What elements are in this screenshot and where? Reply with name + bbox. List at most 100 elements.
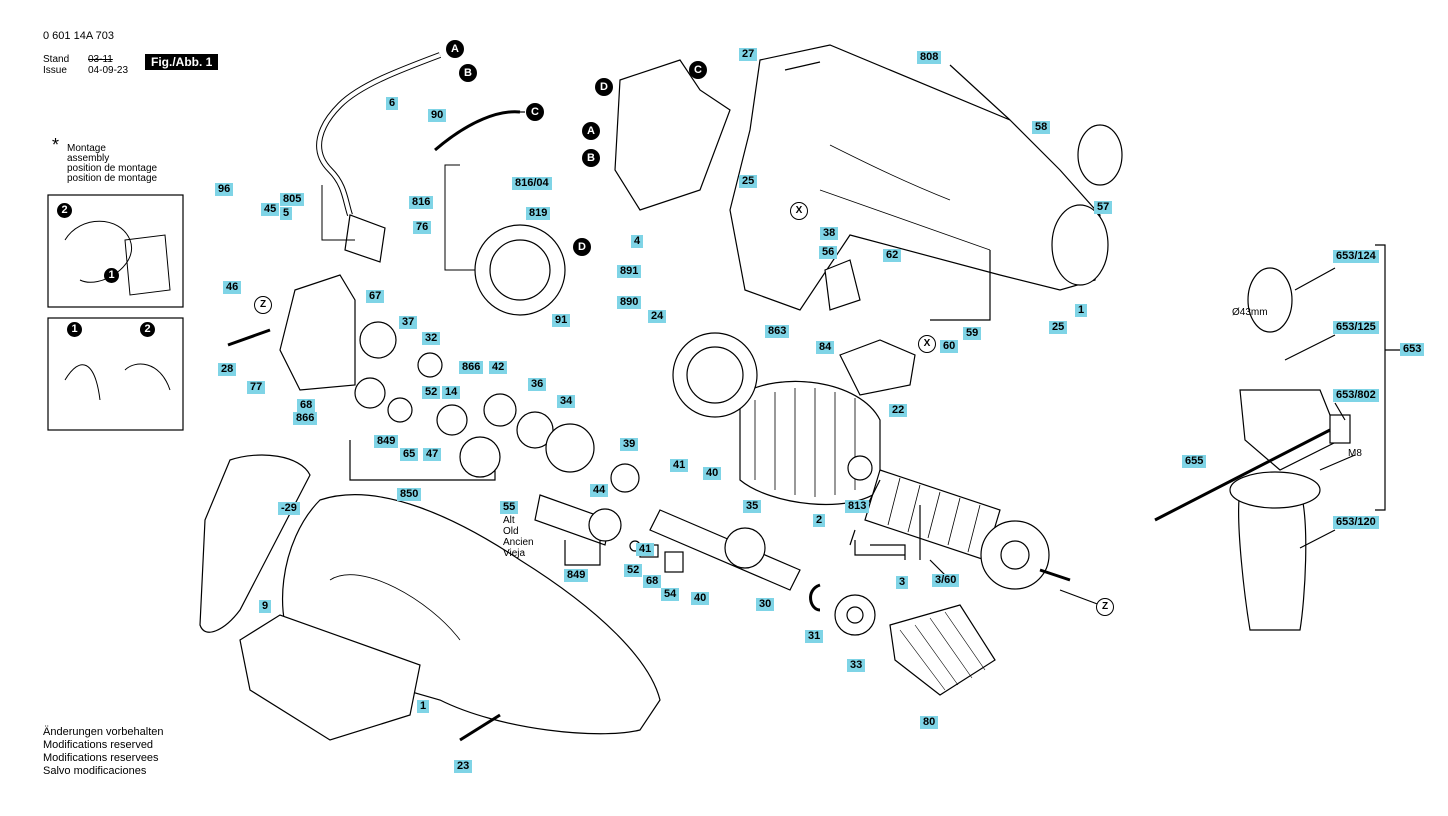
part-label: 30 — [756, 598, 775, 611]
part-label: 24 — [648, 310, 667, 323]
thread-text: M8 — [1348, 448, 1362, 459]
part-label: 91 — [552, 314, 571, 327]
footer-line: Änderungen vorbehalten — [43, 726, 164, 738]
part-label: 68 — [297, 399, 316, 412]
dimension-text: Ø43mm — [1232, 307, 1268, 318]
footer-line: Modifications reservees — [43, 752, 159, 764]
part-label: 40 — [703, 467, 722, 480]
connector-a: A — [582, 122, 600, 140]
part-label: 62 — [883, 249, 902, 262]
connector-b: B — [459, 64, 477, 82]
part-label: 6 — [386, 97, 399, 110]
assembly-note-line: position de montage — [67, 173, 158, 184]
part-label: 9 — [259, 600, 272, 613]
part-label: 41 — [636, 543, 655, 556]
armature-shape — [864, 469, 1001, 561]
rear-handle-shape — [199, 454, 311, 633]
part-label: 76 — [413, 221, 432, 234]
assembly-star: * — [52, 135, 60, 155]
inset-marker-2: 2 — [140, 322, 155, 337]
alt-note-line: Alt — [503, 515, 515, 526]
part-label: 653 — [1400, 343, 1425, 356]
part-label: 57 — [1094, 201, 1113, 214]
connector-z: Z — [254, 296, 272, 314]
part-label: 42 — [489, 361, 508, 374]
part-label: 653/120 — [1333, 516, 1379, 529]
part-label: 866 — [293, 412, 318, 425]
part-label: 890 — [617, 296, 642, 309]
connector-c: C — [526, 103, 544, 121]
figure-label: Fig./Abb. 1 — [145, 54, 219, 70]
part-label: 46 — [223, 281, 242, 294]
part-label: 849 — [374, 435, 399, 448]
part-label: 90 — [428, 109, 447, 122]
part-label: 5 — [280, 207, 293, 220]
part-label: 55 — [500, 501, 519, 514]
assembly-note-line: position de montage — [67, 163, 158, 174]
part-label: 41 — [670, 459, 689, 472]
part-label: 45 — [261, 203, 280, 216]
connector-b: B — [582, 149, 600, 167]
part-label: 60 — [940, 340, 959, 353]
part-label: 52 — [422, 386, 441, 399]
alt-note-line: Ancien — [503, 537, 534, 548]
part-label: 816 — [409, 196, 434, 209]
part-label: 813 — [845, 500, 870, 513]
part-label: 52 — [624, 564, 643, 577]
part-label: 819 — [526, 207, 551, 220]
aux-handle-shape — [1238, 489, 1307, 631]
part-label: 805 — [280, 193, 305, 206]
part-label: 2 — [813, 514, 826, 527]
part-label: 77 — [247, 381, 266, 394]
part-label: 850 — [397, 488, 422, 501]
part-label: 40 — [691, 592, 710, 605]
plug-shape — [344, 214, 386, 263]
assembly-note-line: assembly — [67, 153, 110, 164]
part-label: 25 — [1049, 321, 1068, 334]
part-label: 39 — [620, 438, 639, 451]
footer-line: Modifications reserved — [43, 739, 154, 751]
connector-a: A — [446, 40, 464, 58]
part-label: 1 — [417, 700, 430, 713]
part-label: 35 — [743, 500, 762, 513]
part-label: 47 — [423, 448, 442, 461]
part-label: 25 — [739, 175, 758, 188]
part-label: 808 — [917, 51, 942, 64]
part-label: 38 — [820, 227, 839, 240]
part-label: 22 — [889, 404, 908, 417]
part-label: 4 — [631, 235, 644, 248]
part-number: 0 601 14A 703 — [43, 30, 114, 42]
part-label: 44 — [590, 484, 609, 497]
stand-label: Stand — [43, 54, 70, 65]
motor-housing-shape — [279, 274, 356, 391]
connector-x: X — [790, 202, 808, 220]
part-label: 32 — [422, 332, 441, 345]
field-stator-shape — [739, 380, 881, 506]
part-label: 816/04 — [512, 177, 552, 190]
part-label: 37 — [399, 316, 418, 329]
part-label: 68 — [643, 575, 662, 588]
part-label: 33 — [847, 659, 866, 672]
fan-shape — [980, 520, 1050, 590]
alt-note-line: Old — [503, 526, 519, 537]
part-label: 96 — [215, 183, 234, 196]
part-label: 655 — [1182, 455, 1207, 468]
part-label: 3/60 — [932, 574, 960, 587]
part-label: 3 — [896, 576, 909, 589]
part-label: 58 — [1032, 121, 1051, 134]
connector-d: D — [573, 238, 591, 256]
part-label: 67 — [366, 290, 385, 303]
switch-shape — [614, 59, 731, 211]
part-label: 34 — [557, 395, 576, 408]
part-label: 1 — [1075, 304, 1088, 317]
part-label: 653/802 — [1333, 389, 1379, 402]
part-label: 31 — [805, 630, 824, 643]
inset-marker-2: 2 — [57, 203, 72, 218]
inset-marker-1: 1 — [104, 268, 119, 283]
part-label: 27 — [739, 48, 758, 61]
part-label: 59 — [963, 327, 982, 340]
issue-label: Issue — [43, 65, 67, 76]
part-label: 80 — [920, 716, 939, 729]
part-label: 653/124 — [1333, 250, 1379, 263]
part-label: 84 — [816, 341, 835, 354]
